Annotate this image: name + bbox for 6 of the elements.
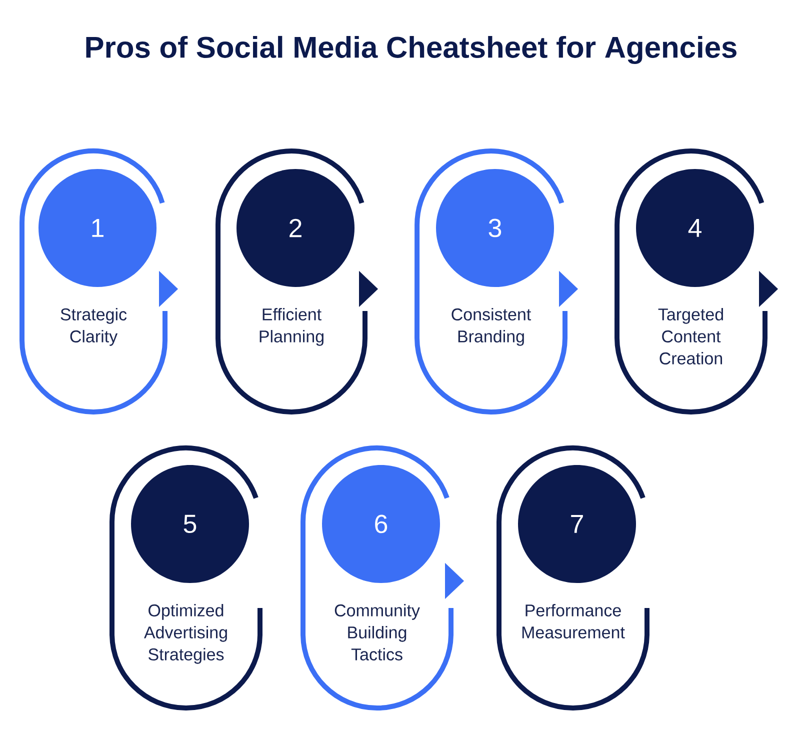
arrow-triangle xyxy=(358,271,378,307)
arrow-triangle xyxy=(158,271,178,307)
arrow-triangle xyxy=(558,271,578,307)
title: Pros of Social Media Cheatsheet for Agencies xyxy=(86,36,736,64)
arrow-triangle xyxy=(444,563,464,599)
arrow-triangle xyxy=(758,271,778,307)
